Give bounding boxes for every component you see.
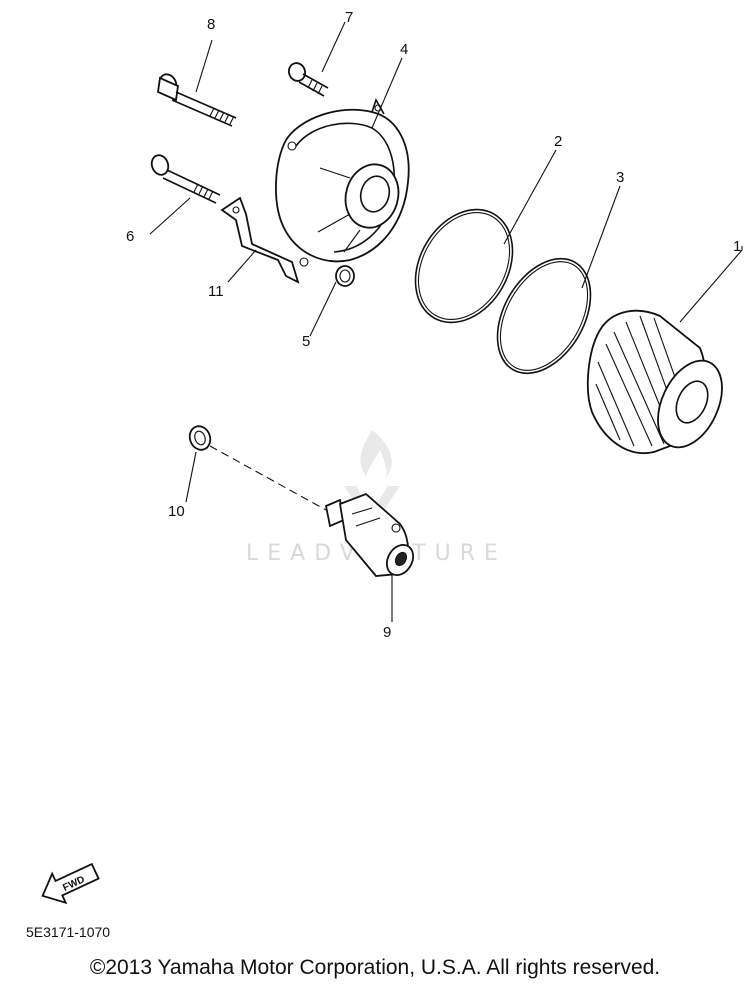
callout-3: 3 xyxy=(616,169,624,186)
callout-1: 1 xyxy=(733,238,741,255)
callout-6: 6 xyxy=(126,228,134,245)
diagram-code: 5E3171-1070 xyxy=(26,924,111,940)
callout-4: 4 xyxy=(400,41,408,58)
part-7-bolt xyxy=(287,62,329,97)
callout-8: 8 xyxy=(207,16,215,33)
callout-5: 5 xyxy=(302,333,310,350)
part-9-relief-valve xyxy=(324,492,415,577)
part-1-oil-filter xyxy=(587,309,723,454)
leader-lines xyxy=(149,21,743,622)
callout-9: 9 xyxy=(383,624,391,641)
part-11-bracket xyxy=(220,196,300,284)
fwd-arrow-icon: FWD xyxy=(41,862,100,905)
part-3-o-ring xyxy=(496,257,592,375)
copyright-notice: ©2013 Yamaha Motor Corporation, U.S.A. A… xyxy=(89,956,661,979)
part-2-o-ring xyxy=(414,208,514,324)
callout-10: 10 xyxy=(168,503,185,520)
part-8-bolt xyxy=(157,73,237,127)
callout-labels: 1 2 3 4 5 6 7 8 9 10 11 xyxy=(126,9,741,641)
part-6-bolt xyxy=(150,154,221,204)
part-10-washer xyxy=(188,425,212,451)
callout-7: 7 xyxy=(345,9,353,26)
assembly-line xyxy=(209,445,327,511)
part-5-washer xyxy=(335,265,355,287)
callout-2: 2 xyxy=(554,133,562,150)
callout-11: 11 xyxy=(208,283,224,300)
part-4-filter-cover xyxy=(275,98,410,267)
